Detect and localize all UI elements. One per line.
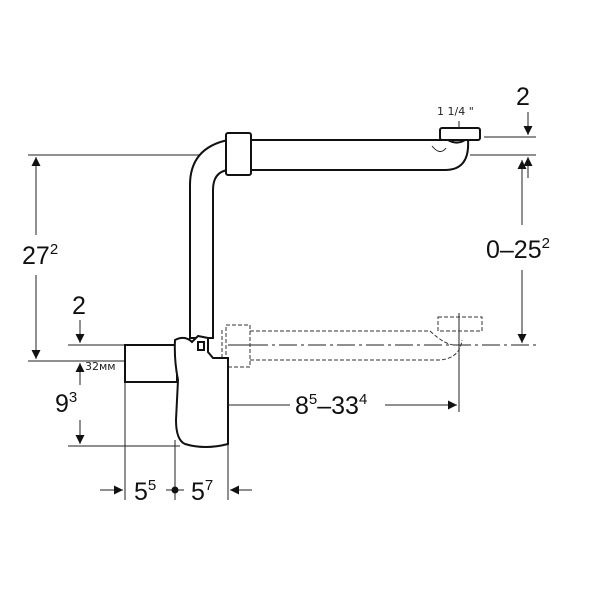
left-width-dimension: 55 [134, 477, 156, 506]
siphon-drawing [124, 127, 481, 448]
inlet-size-label: 32мм [85, 360, 116, 373]
total-height-dimension: 272 [22, 241, 58, 270]
adjusted-position-outline [221, 316, 483, 368]
right-width-dimension: 57 [191, 477, 213, 506]
adjust-length-dimension: 85–334 [295, 391, 367, 420]
cap-offset-dimension: 2 [516, 83, 530, 111]
inlet-height-dimension: 93 [55, 389, 77, 418]
dimension-lines [31, 112, 533, 495]
adjust-height-dimension: 0–252 [486, 235, 550, 264]
outlet-thread-label: 1 1/4 " [437, 105, 474, 118]
extension-lines [28, 136, 536, 500]
inlet-offset-dimension: 2 [72, 292, 86, 320]
